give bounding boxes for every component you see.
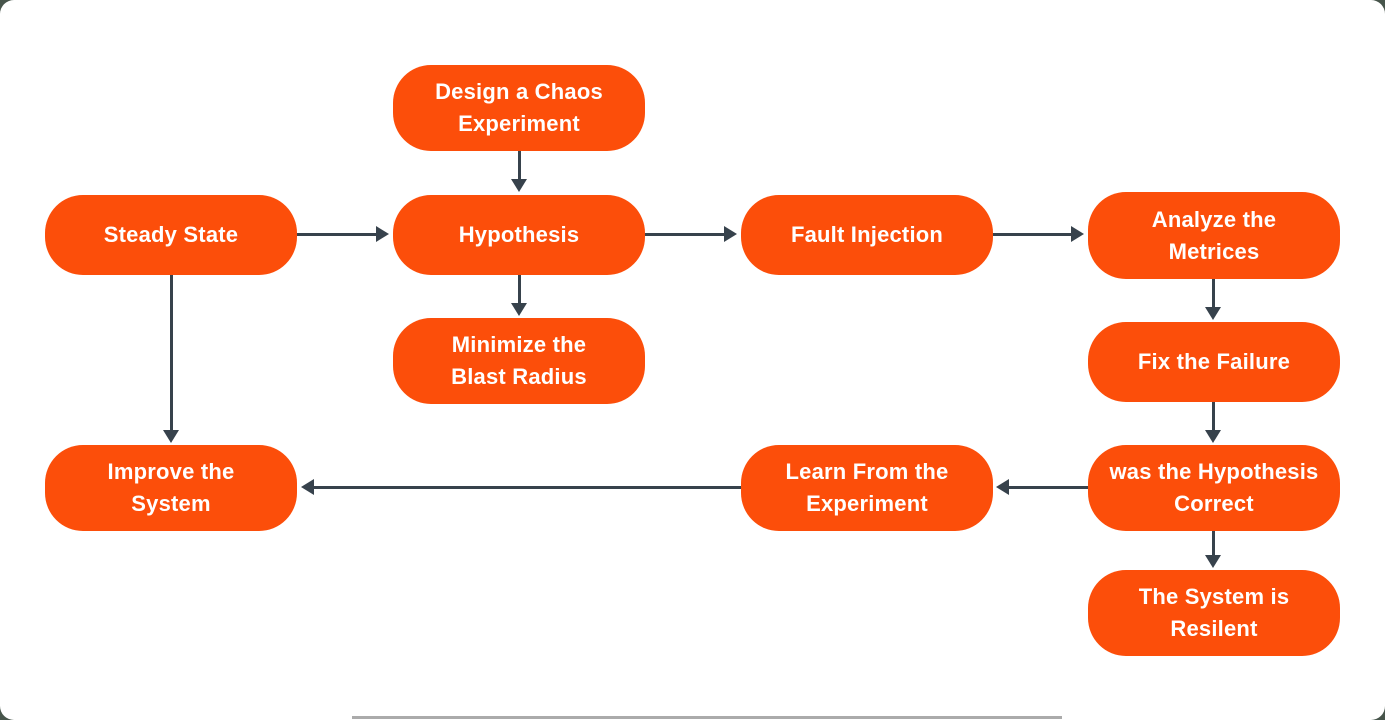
node-label: Improve the System (107, 459, 235, 516)
node-label: Fix the Failure (1137, 349, 1291, 375)
node-steady-state: Steady State (45, 195, 297, 275)
node-fault-injection: Fault Injection (741, 195, 993, 275)
node-label: Fault Injection (790, 222, 944, 248)
node-label: Steady State (103, 222, 239, 248)
node-improve-the-system: Improve the System (45, 445, 297, 531)
node-learn-from-the-experiment: Learn From the Experiment (741, 445, 993, 531)
node-label: The System is Resilent (1138, 584, 1290, 641)
node-hypothesis: Hypothesis (393, 195, 645, 275)
node-was-the-hypothesis-correct: was the Hypothesis Correct (1088, 445, 1340, 531)
node-label: was the Hypothesis Correct (1109, 459, 1319, 516)
node-minimize-the-blast-radius: Minimize the Blast Radius (393, 318, 645, 404)
node-label: Analyze the Metrices (1151, 206, 1277, 264)
node-design-chaos-experiment: Design a Chaos Experiment (393, 65, 645, 151)
node-label: Learn From the Experiment (785, 459, 949, 516)
node-fix-the-failure: Fix the Failure (1088, 322, 1340, 402)
node-label: Hypothesis (458, 222, 580, 248)
node-the-system-is-resilent: The System is Resilent (1088, 570, 1340, 656)
node-label: Minimize the Blast Radius (451, 332, 587, 389)
node-label: Design a Chaos Experiment (435, 79, 603, 136)
node-analyze-the-metrices: Analyze the Metrices (1088, 192, 1340, 279)
bottom-edge-line (352, 716, 1062, 719)
